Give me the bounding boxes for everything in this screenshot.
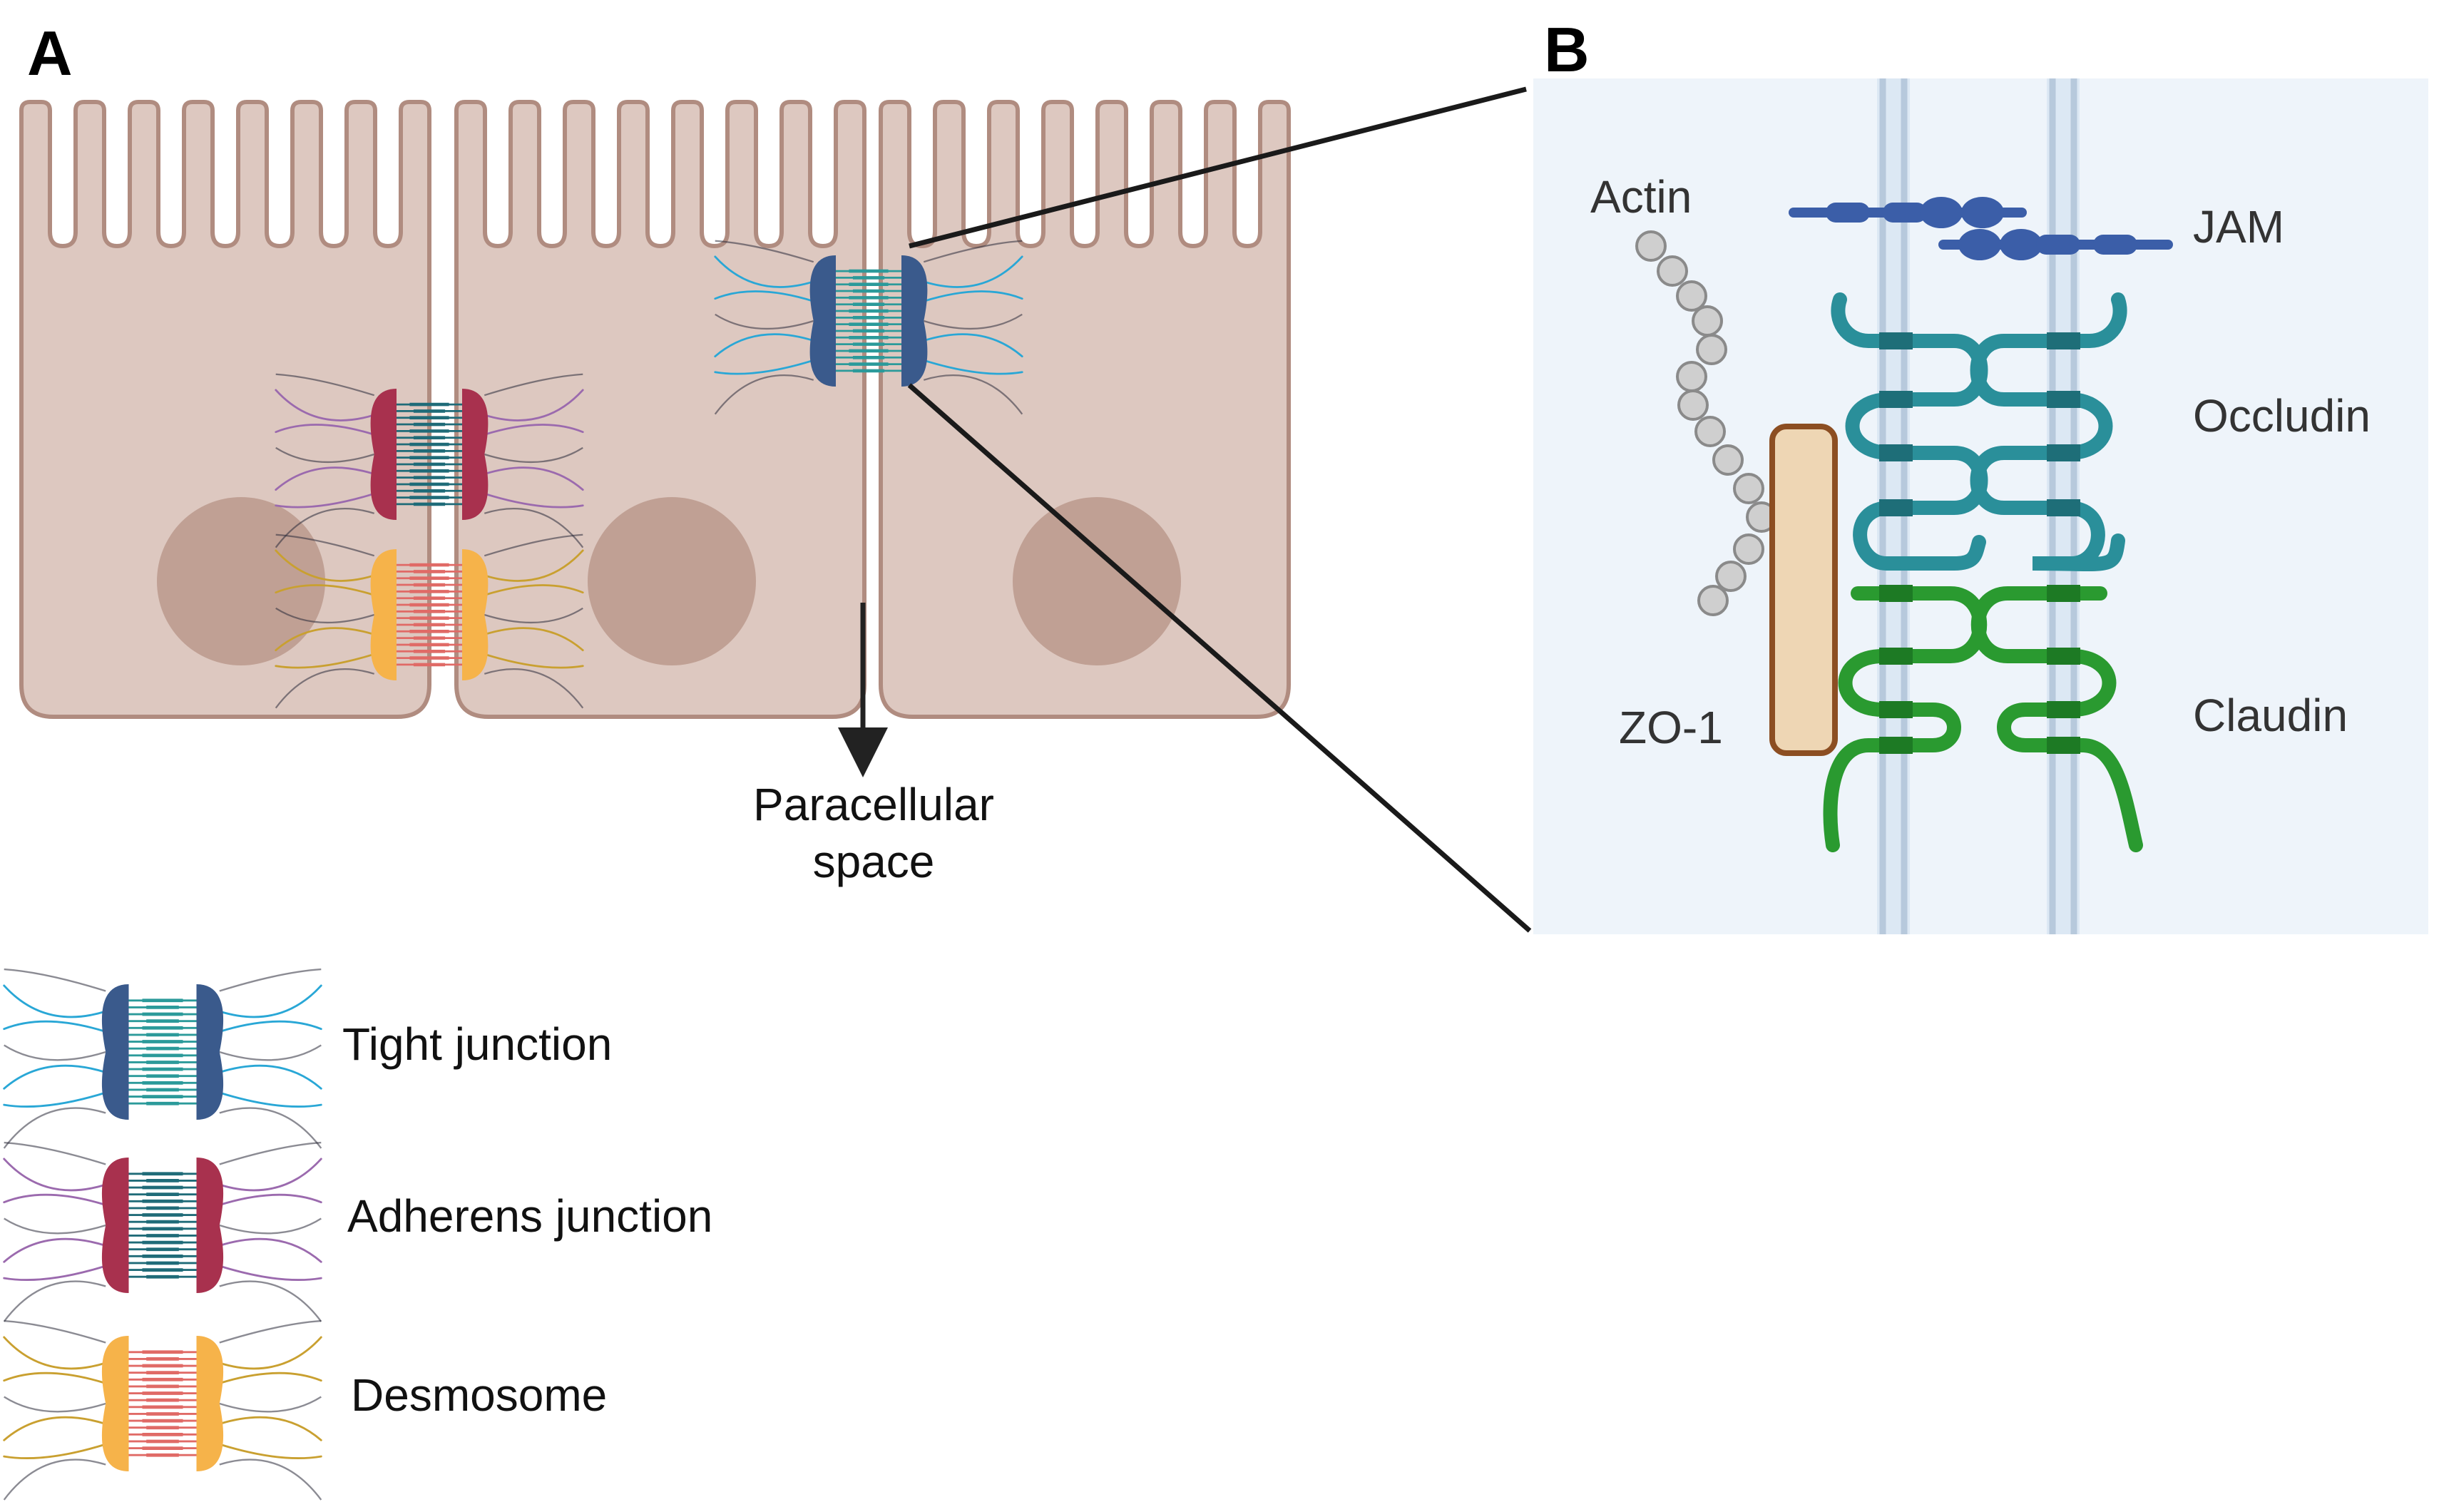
junction-plaque-left (809, 255, 836, 387)
junction-plaque-left (370, 389, 397, 520)
actin-bead (1676, 361, 1707, 392)
panel-b-letter: B (1544, 14, 1590, 85)
paracellular-label-line1: Paracellular (753, 779, 994, 830)
junction-plaque-left (101, 1158, 129, 1293)
junction-fibers (3, 1336, 322, 1459)
junction-strands (128, 1350, 197, 1457)
actin-filament (1635, 230, 1777, 616)
junction-plaque-right (462, 389, 489, 520)
junction-strands (397, 402, 462, 506)
legend-label-desmosome: Desmosome (351, 1369, 607, 1421)
actin-bead (1657, 255, 1688, 287)
jam-protein (1789, 197, 2173, 260)
junction-fibers (3, 984, 322, 1108)
junction-fibers-dark (3, 1319, 322, 1501)
nucleus-middle (588, 497, 756, 665)
actin-bead (1676, 280, 1707, 312)
junction-fibers (275, 389, 584, 509)
epithelial-cell-middle (454, 100, 866, 719)
junction-fibers-dark (275, 373, 584, 548)
junction-fibers (275, 549, 584, 669)
junction-fibers-dark (3, 968, 322, 1149)
junction-fibers-dark (275, 533, 584, 709)
actin-bead (1692, 305, 1723, 337)
junction-strands (128, 1172, 197, 1279)
actin-bead (1712, 444, 1744, 476)
label-occludin: Occludin (2193, 390, 2371, 441)
actin-bead (1697, 585, 1729, 616)
adherens-junction-a (275, 373, 584, 548)
zoom-line-top (909, 86, 1527, 249)
nucleus-right (1013, 497, 1181, 665)
desmosome-a (275, 533, 584, 709)
junction-plaque-left (101, 1336, 129, 1471)
label-claudin: Claudin (2193, 690, 2348, 741)
junction-plaque-left (370, 549, 397, 680)
junction-fibers-dark (3, 1141, 322, 1322)
junction-strands (836, 269, 901, 373)
legend-label-tight-junction: Tight junction (342, 1018, 612, 1070)
tight-junction-a (714, 240, 1023, 415)
occludin-protein (1831, 292, 2127, 572)
junction-plaque-right (196, 1336, 224, 1471)
actin-bead (1715, 561, 1747, 592)
junction-fibers-dark (714, 240, 1023, 415)
actin-bead (1694, 416, 1726, 447)
junction-plaque-left (101, 984, 129, 1120)
junction-plaque-right (196, 1158, 224, 1293)
paracellular-label-line2: space (813, 836, 935, 887)
label-zo1: ZO-1 (1619, 702, 1723, 753)
junction-plaque-right (462, 549, 489, 680)
actin-bead (1733, 533, 1764, 565)
zo1-protein (1769, 424, 1838, 756)
junction-fibers (714, 255, 1023, 375)
legend-adherens-junction-icon (3, 1141, 322, 1322)
actin-bead (1635, 230, 1667, 262)
junction-plaque-right (901, 255, 928, 387)
actin-bead (1733, 473, 1764, 504)
junction-strands (128, 998, 197, 1105)
actin-bead (1677, 389, 1709, 421)
epithelial-cell-right (879, 100, 1291, 719)
legend-label-adherens-junction: Adherens junction (347, 1190, 712, 1242)
junction-plaque-right (196, 984, 224, 1120)
epithelial-cell-left (19, 100, 431, 719)
actin-bead (1696, 334, 1727, 365)
junction-fibers (3, 1158, 322, 1281)
label-jam: JAM (2193, 201, 2284, 252)
legend-tight-junction-icon (3, 968, 322, 1149)
junction-strands (397, 563, 462, 667)
zoom-line-bottom (907, 383, 1532, 933)
legend-desmosome-icon (3, 1319, 322, 1501)
claudin-protein (1823, 585, 2143, 852)
label-actin: Actin (1590, 171, 1692, 223)
panel-a-letter: A (27, 18, 73, 88)
